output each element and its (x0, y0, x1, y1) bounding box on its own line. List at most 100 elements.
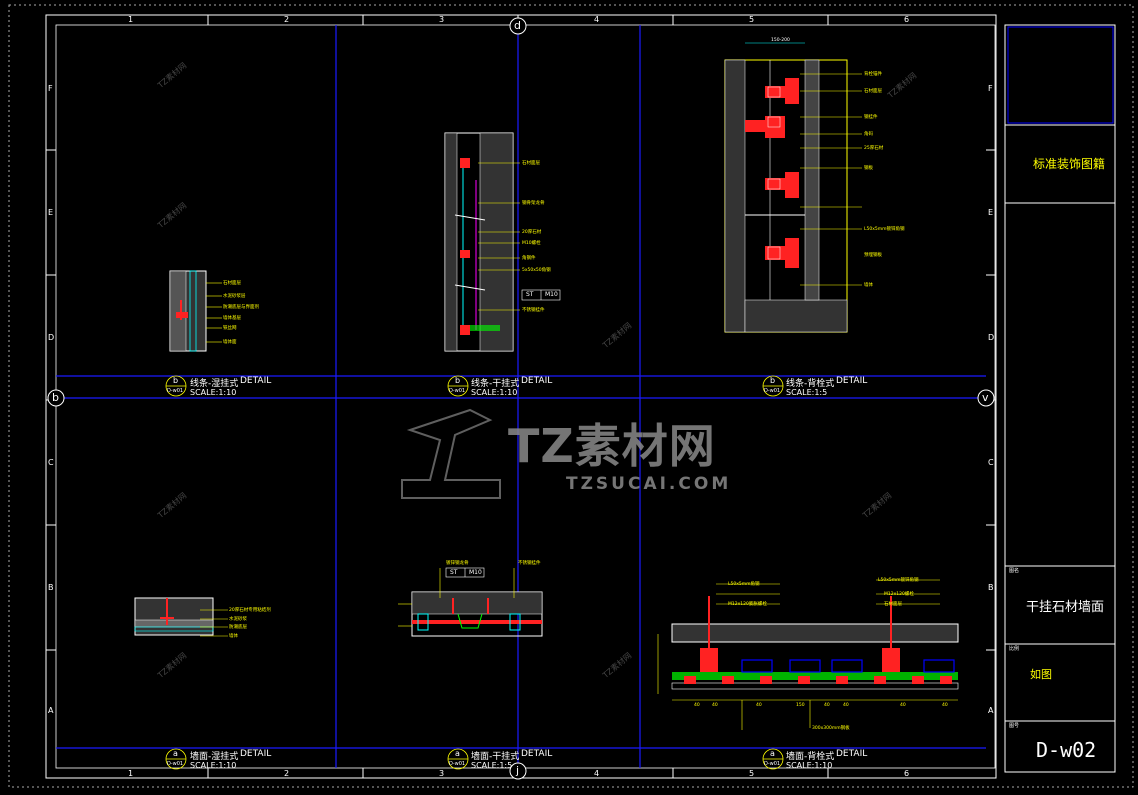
callout-text: 防潮底层与界面剂 (223, 305, 259, 310)
dim-text: 40 (824, 703, 830, 708)
watermark-url: TZSUCAI.COM (566, 474, 732, 494)
callout-text: L50x5mm镀锌角钢 (864, 227, 905, 232)
col-label: 6 (904, 15, 910, 24)
row-label: E (988, 208, 994, 217)
dim-text: 40 (900, 703, 906, 708)
detail-word: DETAIL (240, 749, 272, 759)
grid-marker-circles (47, 17, 995, 780)
callout-text: 石材面层 (223, 281, 241, 286)
row-label: E (48, 208, 54, 217)
detail-word: DETAIL (521, 376, 553, 386)
watermark-logo (401, 408, 501, 499)
detail-title: 墙面-湿挂式 (190, 752, 239, 762)
callout-text: 25厚石材 (864, 146, 884, 151)
title-block-frame (1004, 24, 1116, 773)
callout-text: M10螺栓 (522, 241, 541, 246)
callout-text: 不锈钢挂件 (522, 308, 545, 313)
detail-title: 线条-背栓式 (786, 379, 835, 389)
table-cell: M10 (469, 569, 482, 576)
badge-ref: D-w01 (449, 761, 466, 767)
badge-ref: D-w01 (764, 388, 781, 394)
detail-bottom-right-drawing (657, 579, 959, 730)
detail-scale: SCALE:1:10 (190, 388, 237, 397)
grid-marker-left: b (52, 391, 59, 404)
callout-text: 石材面层 (522, 161, 540, 166)
col-label: 6 (904, 769, 910, 778)
badge-ref: D-w01 (764, 761, 781, 767)
detail-badges (165, 375, 784, 770)
row-label: C (48, 458, 54, 467)
badge-letter: b (173, 376, 179, 385)
col-label: 2 (284, 769, 290, 778)
drawing-type: 标准装饰图籍 (1033, 157, 1106, 171)
callout-text: 钢挂件 (864, 115, 878, 120)
callout-text: 墙体面 (223, 340, 237, 345)
row-label: F (988, 84, 993, 93)
callout-text: 镀锌钢龙骨 (446, 561, 469, 566)
dim-text: 40 (942, 703, 948, 708)
table-cell: M10 (545, 291, 558, 298)
detail-title: 线条-干挂式 (471, 379, 520, 389)
callout-text: 石材面层 (884, 602, 902, 607)
col-label: 4 (594, 15, 600, 24)
detail-word: DETAIL (240, 376, 272, 386)
callout-text: 5x50x50角钢 (522, 268, 551, 273)
dim-text: 150 (796, 703, 805, 708)
callout-text: 水泥砂浆层 (223, 294, 246, 299)
row-label: F (48, 84, 53, 93)
grid-marker-top: d (514, 19, 521, 32)
callout-text: 20厚石材 (522, 230, 542, 235)
col-label: 3 (439, 769, 445, 778)
row-label: D (48, 333, 55, 342)
col-label: 3 (439, 15, 445, 24)
badge-letter: a (770, 749, 775, 758)
title-block-rows (1005, 26, 1115, 722)
watermark-brand: TZ素材网 (508, 419, 716, 473)
table-cell: ST (450, 569, 458, 576)
badge-letter: a (173, 749, 178, 758)
blue-grid-lines (56, 25, 986, 768)
detail-word: DETAIL (521, 749, 553, 759)
callout-text: 石材面层 (864, 89, 882, 94)
callout-text: M12x120螺栓 (884, 592, 914, 597)
callout-text: 钢板 (864, 166, 873, 171)
detail-scale: SCALE:1:5 (786, 388, 828, 397)
callout-text: 墙体 (229, 634, 238, 639)
col-label: 4 (594, 769, 600, 778)
name-label: 图名 (1009, 568, 1020, 574)
callout-text: 20厚石材专用粘结剂 (229, 608, 271, 613)
number-label: 图号 (1009, 723, 1020, 729)
dim-text: 40 (694, 703, 700, 708)
callout-text: 防潮底层 (229, 625, 247, 630)
row-label: A (48, 706, 54, 715)
dim-text: 40 (756, 703, 762, 708)
detail-top-mid-drawing (444, 132, 561, 352)
badge-letter: b (455, 376, 461, 385)
callout-text: 铁丝网 (223, 326, 237, 331)
detail-word: DETAIL (836, 376, 868, 386)
detail-bottom-left-drawing (134, 597, 228, 637)
badge-ref: D-w01 (167, 388, 184, 394)
callout-text: L50x5mm镀锌角钢 (878, 578, 919, 583)
callout-text: 角码 (864, 132, 873, 137)
callout-text: 墙体 (864, 283, 873, 288)
dim-text: 40 (712, 703, 718, 708)
detail-scale: SCALE:1:10 (786, 761, 833, 770)
badge-ref: D-w01 (167, 761, 184, 767)
col-label: 2 (284, 15, 290, 24)
drawing-frame (45, 14, 997, 779)
callout-text: 角钢件 (522, 256, 536, 261)
row-label: B (48, 583, 54, 592)
callout-text: 背栓锚件 (864, 72, 882, 77)
callout-text: L50x5mm角钢 (728, 582, 760, 587)
detail-title: 线条-湿挂式 (190, 379, 239, 389)
detail-bottom-mid-drawing (398, 567, 543, 637)
callout-text: 不锈钢挂件 (518, 561, 541, 566)
column-ticks (46, 15, 996, 778)
badge-letter: a (455, 749, 460, 758)
row-label: C (988, 458, 994, 467)
detail-title: 墙面-背栓式 (786, 752, 835, 762)
callout-text: 水泥砂浆 (229, 617, 247, 622)
row-label: B (988, 583, 994, 592)
